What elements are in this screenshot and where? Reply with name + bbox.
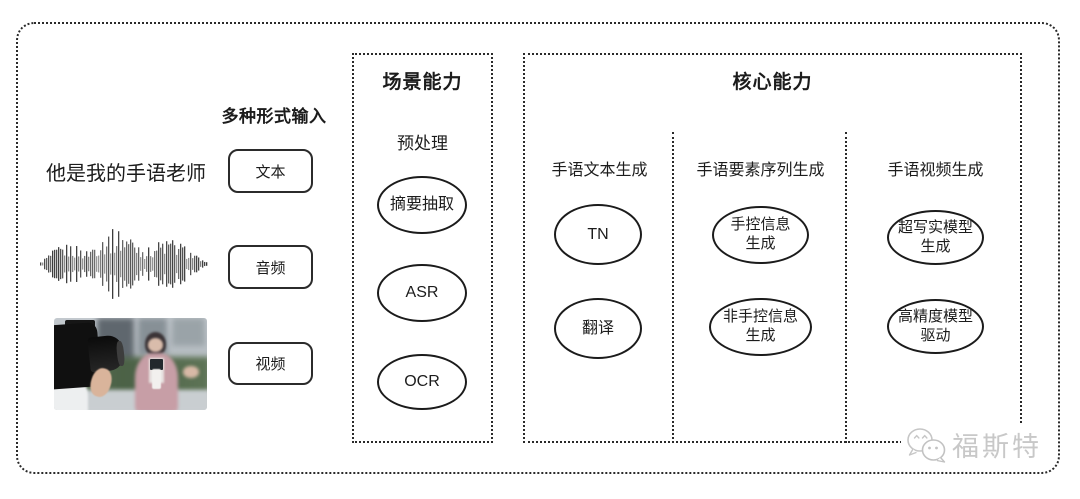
- audio-waveform-image: [40, 229, 208, 299]
- node-non-manual-info-generation: 非手控信息 生成: [709, 298, 812, 356]
- photo-building-shape: [171, 318, 206, 346]
- input-type-video-label: 视频: [255, 356, 286, 373]
- scene-capability-title: 场景能力: [382, 72, 463, 93]
- input-type-video-box: 视频: [228, 342, 313, 385]
- photo-reporter-face: [148, 338, 164, 353]
- scene-capability-box: 场景能力 预处理 摘要抽取 ASR OCR: [352, 53, 493, 443]
- column-sign-video-generation: 手语视频生成 超写实模型 生成 高精度模型 驱动: [847, 55, 1024, 441]
- watermark-brand-text: 福斯特: [952, 432, 1042, 462]
- node-high-precision-model-driving: 高精度模型 驱动: [887, 299, 984, 354]
- core-capability-title: 核心能力: [732, 72, 813, 93]
- node-tn: TN: [554, 204, 642, 265]
- reporter-video-thumbnail: [54, 318, 207, 410]
- chat-bubbles-logo-icon: [907, 427, 946, 463]
- preprocess-label: 预处理: [397, 134, 448, 153]
- photo-reporter-hand: [182, 365, 200, 378]
- input-type-audio-box: 音频: [228, 245, 313, 289]
- outer-dotted-border: [16, 22, 1060, 474]
- node-asr: ASR: [377, 264, 467, 322]
- node-manual-info-generation: 手控信息 生成: [712, 206, 809, 264]
- column-divider: [845, 132, 847, 443]
- column-header: 手语要素序列生成: [696, 162, 825, 179]
- input-type-text-label: 文本: [255, 163, 286, 181]
- input-type-audio-label: 音频: [255, 259, 286, 277]
- watermark: 福斯特: [901, 423, 1048, 466]
- input-section-title: 多种形式输入: [221, 107, 327, 126]
- sample-sentence-text: 他是我的手语老师: [46, 163, 206, 185]
- column-sign-text-generation: 手语文本生成 TN 翻译: [525, 55, 674, 441]
- photo-microphone: [151, 368, 161, 389]
- column-header: 手语文本生成: [551, 162, 648, 179]
- core-capability-box: 核心能力 手语文本生成 TN 翻译 手语要素序列生成 手控信息 生成 非手控信息…: [523, 53, 1022, 443]
- column-sign-element-sequence-generation: 手语要素序列生成 手控信息 生成 非手控信息 生成: [674, 55, 847, 441]
- column-header: 手语视频生成: [887, 162, 984, 179]
- node-hyperrealistic-model-generation: 超写实模型 生成: [887, 210, 984, 265]
- input-type-text-box: 文本: [228, 149, 313, 193]
- node-ocr: OCR: [377, 354, 467, 410]
- column-divider: [672, 132, 674, 443]
- node-summary-extraction: 摘要抽取: [377, 176, 467, 234]
- node-translation: 翻译: [554, 298, 642, 359]
- photo-microphone-flag: [149, 359, 163, 370]
